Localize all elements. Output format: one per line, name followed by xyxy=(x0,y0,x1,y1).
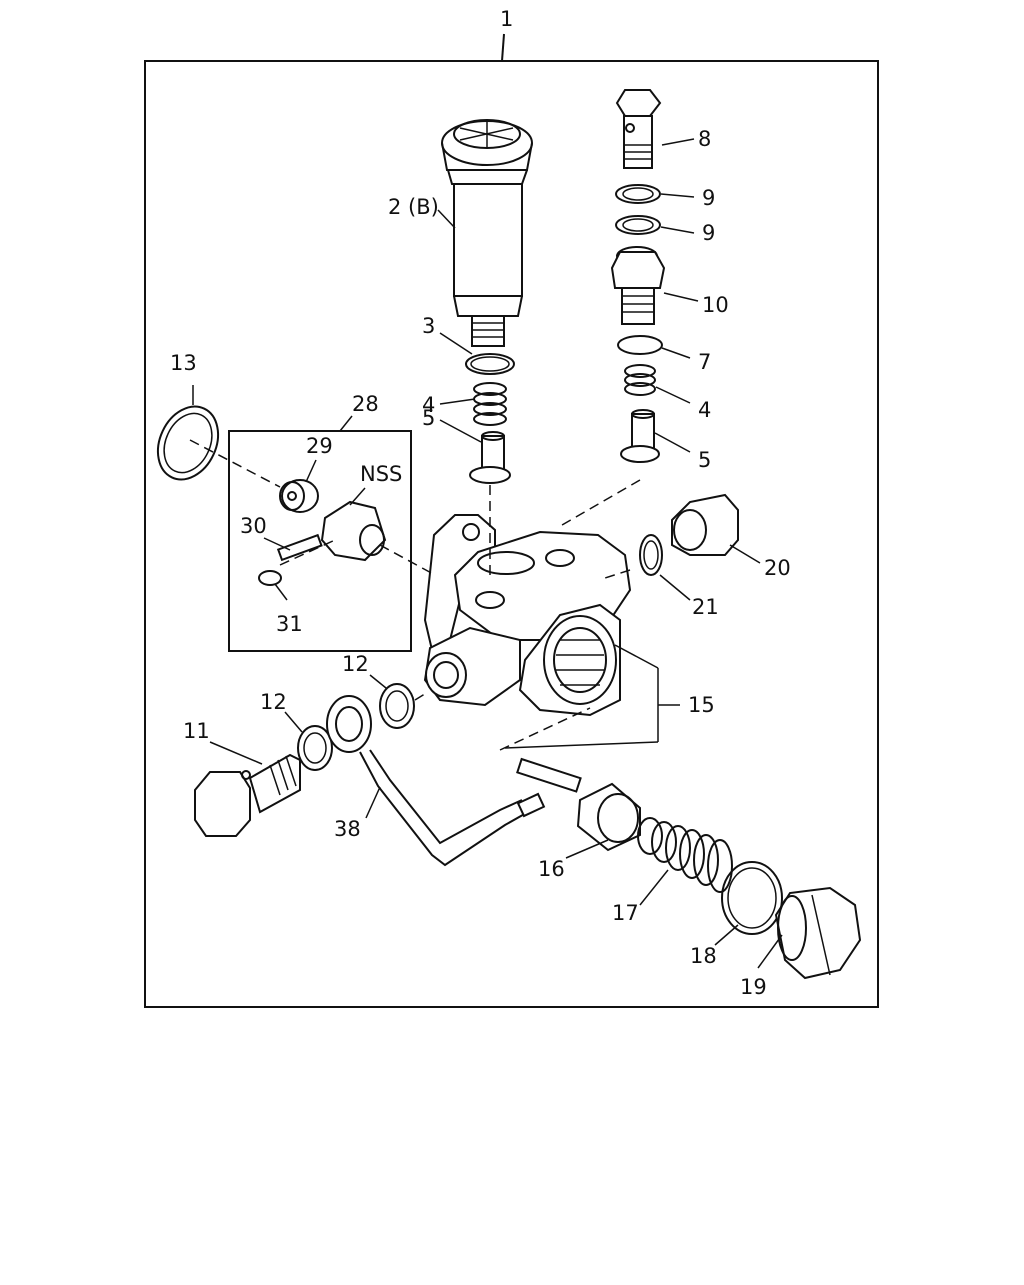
callout-1: 1 xyxy=(500,7,513,31)
plunger-left-part xyxy=(469,431,511,484)
callout-10: 10 xyxy=(702,293,729,317)
callout-20: 20 xyxy=(764,556,791,580)
callout-18: 18 xyxy=(690,944,717,968)
callout-16: 16 xyxy=(538,857,565,881)
callout-12-upper: 12 xyxy=(342,652,369,676)
roller-part xyxy=(279,479,319,513)
callout-29: 29 xyxy=(306,434,333,458)
plug-right-part xyxy=(639,493,739,576)
plunger-right-part xyxy=(620,409,660,463)
priming-pump-part xyxy=(441,119,533,347)
o-ring-part xyxy=(465,353,515,375)
callout-5-left: 5 xyxy=(422,406,435,430)
plug-19-part xyxy=(774,886,862,980)
assembly-lines xyxy=(189,439,641,751)
callout-4-right: 4 xyxy=(698,398,711,422)
callout-31: 31 xyxy=(276,612,303,636)
callout-15: 15 xyxy=(688,693,715,717)
callout-nss: NSS xyxy=(360,462,402,486)
subassembly-frame xyxy=(228,430,412,652)
banjo-bolt-part xyxy=(615,89,662,169)
washer-12-upper-part xyxy=(379,683,415,729)
callout-8: 8 xyxy=(698,127,711,151)
pipe-part xyxy=(326,695,546,867)
callout-21: 21 xyxy=(692,595,719,619)
callout-17: 17 xyxy=(612,901,639,925)
callout-4-left: 4 xyxy=(422,393,435,417)
washer-12-lower-part xyxy=(297,725,333,771)
piston-part xyxy=(576,782,641,852)
washer-lower-part xyxy=(615,215,661,235)
banjo-bolt-left-part xyxy=(194,753,301,837)
callout-19: 19 xyxy=(740,975,767,999)
callout-labels: 1 2 (B) 3 4 5 8 9 9 10 7 4 5 13 28 29 NS… xyxy=(170,7,791,999)
pump-body-part xyxy=(423,514,632,717)
assembly-frame xyxy=(144,60,879,1008)
callout-5-right: 5 xyxy=(698,448,711,472)
tappet-part xyxy=(320,500,387,562)
callout-28: 28 xyxy=(352,392,379,416)
callout-13: 13 xyxy=(170,351,197,375)
gasket-18-part xyxy=(721,861,783,935)
spring-left-part xyxy=(473,382,507,426)
callout-9-upper: 9 xyxy=(702,186,715,210)
callout-9-lower: 9 xyxy=(702,221,715,245)
washer-upper-part xyxy=(615,184,661,204)
snap-ring-part xyxy=(156,405,220,481)
roller-pin-part xyxy=(276,533,323,562)
spring-17-part xyxy=(637,817,733,893)
callout-7: 7 xyxy=(698,350,711,374)
clip-part xyxy=(258,570,282,586)
leader-lines xyxy=(192,138,783,969)
spring-right-part xyxy=(624,364,656,396)
o-ring-right-part xyxy=(617,335,663,355)
callout-2b: 2 (B) xyxy=(388,195,439,219)
callout-38: 38 xyxy=(334,817,361,841)
pin-part xyxy=(516,757,582,793)
callout-11: 11 xyxy=(183,719,210,743)
callout-30: 30 xyxy=(240,514,267,538)
callout-12-lower: 12 xyxy=(260,690,287,714)
valve-holder-part xyxy=(610,246,666,325)
callout-3: 3 xyxy=(422,314,435,338)
